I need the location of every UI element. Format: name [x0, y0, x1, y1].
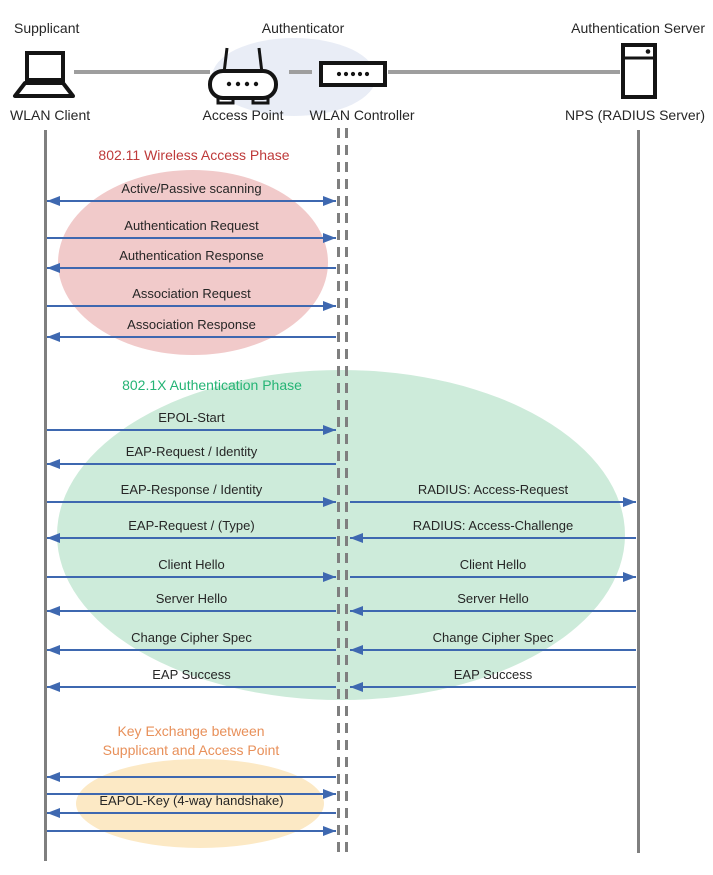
laptop-icon	[13, 51, 75, 98]
topology-link-line	[388, 70, 620, 74]
message-arrow-right	[47, 572, 336, 582]
message-arrow-left	[350, 682, 636, 692]
message-label: Authentication Response	[119, 248, 264, 263]
message-arrow-right	[350, 497, 636, 507]
role-label-authentication-server: Authentication Server	[571, 20, 705, 36]
message-arrow-left	[47, 332, 336, 342]
wlan-controller-icon	[319, 61, 387, 87]
message-label: Association Request	[132, 286, 251, 301]
message-arrow-left	[47, 606, 336, 616]
message-label: Active/Passive scanning	[121, 181, 262, 196]
phase3-title-line1: Key Exchange between	[117, 723, 265, 739]
topology-link-line	[289, 70, 312, 74]
lifeline-authenticator-dashed-right	[345, 128, 348, 853]
message-arrow-right	[47, 301, 336, 311]
message-label: Change Cipher Spec	[131, 630, 252, 645]
message-label: RADIUS: Access-Challenge	[412, 518, 574, 533]
message-label: Client Hello	[158, 557, 225, 572]
role-label-supplicant: Supplicant	[14, 20, 80, 36]
message-label: EAPOL-Key (4-way handshake)	[99, 793, 284, 808]
message-arrow-left	[47, 645, 336, 655]
message-label: Client Hello	[459, 557, 527, 572]
phase2-ellipse	[57, 370, 625, 700]
server-icon	[621, 43, 657, 99]
message-arrow-left	[47, 263, 336, 273]
device-label-access-point: Access Point	[202, 107, 284, 123]
lifeline-authenticator-dashed-left	[337, 128, 340, 853]
message-arrow-left	[47, 533, 336, 543]
message-label: EAP-Response / Identity	[120, 482, 263, 497]
message-label: Authentication Request	[124, 218, 259, 233]
phase3-title: Key Exchange between Supplicant and Acce…	[71, 722, 311, 760]
message-arrow-left	[47, 772, 336, 782]
lifeline-supplicant	[44, 130, 47, 861]
message-arrow-right	[47, 789, 336, 799]
message-label: RADIUS: Access-Request	[417, 482, 569, 497]
message-label: Association Response	[127, 317, 256, 332]
phase3-title-line2: Supplicant and Access Point	[102, 742, 280, 758]
phase1-title: 802.11 Wireless Access Phase	[98, 147, 290, 163]
message-arrow-right	[47, 497, 336, 507]
message-arrow-right	[350, 572, 636, 582]
message-arrow-left	[350, 606, 636, 616]
message-arrow-left	[350, 645, 636, 655]
phase2-title: 802.1X Authentication Phase	[122, 377, 302, 393]
message-label: EAP Success	[152, 667, 231, 682]
role-label-authenticator: Authenticator	[261, 20, 345, 36]
message-arrow-right	[47, 233, 336, 243]
message-label: Server Hello	[155, 591, 228, 606]
message-arrow-left	[47, 682, 336, 692]
topology-link-line	[74, 70, 210, 74]
device-label-wlan-controller: WLAN Controller	[309, 107, 415, 123]
message-label: Change Cipher Spec	[432, 630, 554, 645]
message-label: Server Hello	[457, 591, 529, 606]
message-label: EAP-Request / Identity	[125, 444, 258, 459]
message-arrow-left	[350, 533, 636, 543]
device-label-wlan-client: WLAN Client	[10, 107, 91, 123]
lifeline-authentication-server	[637, 130, 640, 853]
message-arrow-left	[47, 808, 336, 818]
message-label: EPOL-Start	[158, 410, 225, 425]
message-arrow-left	[47, 459, 336, 469]
device-label-nps-radius-server: NPS (RADIUS Server)	[564, 107, 705, 123]
access-point-icon	[208, 47, 278, 105]
phase3-ellipse	[76, 759, 324, 848]
message-arrow-both	[47, 196, 336, 206]
message-arrow-right	[47, 425, 336, 435]
message-label: EAP Success	[453, 667, 533, 682]
message-label: EAP-Request / (Type)	[128, 518, 255, 533]
message-arrow-right	[47, 826, 336, 836]
